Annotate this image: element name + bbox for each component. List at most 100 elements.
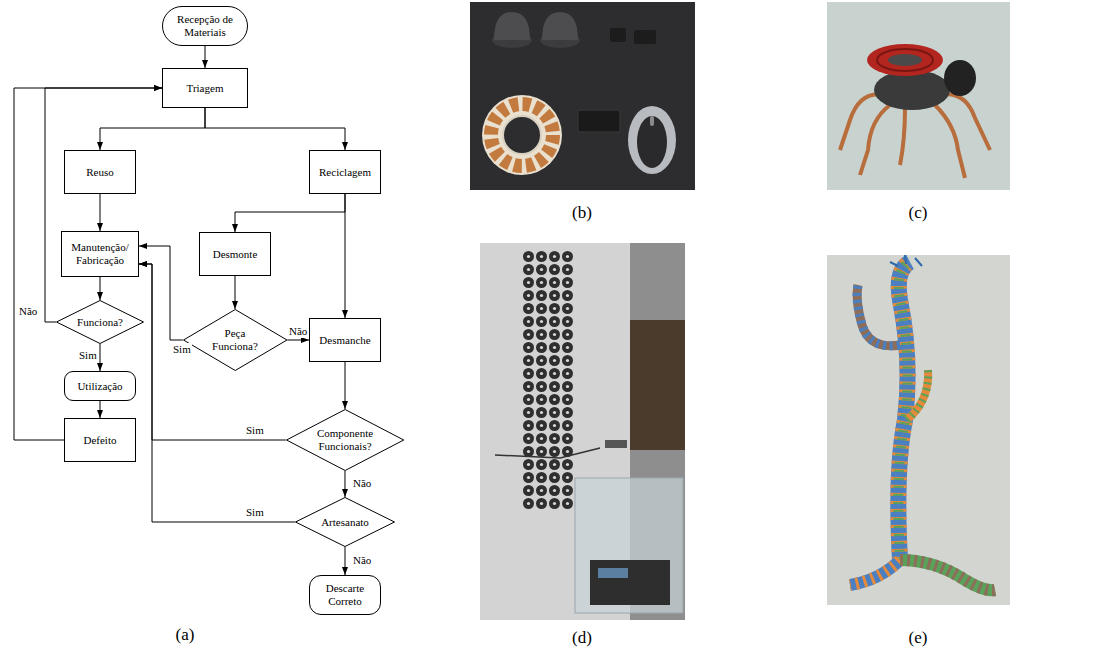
wire-leg — [850, 560, 900, 585]
branch-label: Sim — [78, 349, 98, 362]
branch-label: Não — [288, 325, 308, 338]
process-box: Triagem — [162, 68, 248, 108]
coil-core — [888, 54, 922, 66]
photo-d-ground — [480, 243, 685, 620]
node-text: Funciona? — [77, 316, 123, 329]
process-box: Reciclagem — [309, 150, 381, 194]
wire-leg — [900, 560, 995, 590]
flow-arrow — [100, 277, 101, 300]
flow-arrow — [345, 362, 346, 409]
mouse-top — [637, 116, 667, 168]
photo-e-ground — [827, 255, 1010, 605]
flow-arrow — [235, 194, 345, 232]
node-text: Recepção de Materiais — [173, 13, 237, 39]
3d-printer — [590, 560, 670, 605]
process-box: Manutenção/ Fabricação — [61, 231, 139, 277]
branch-label: Não — [352, 554, 372, 567]
decision-diamond: Componente Funcionais? — [286, 409, 404, 471]
node-text: Triagem — [187, 82, 224, 95]
panel-letter: (c) — [909, 203, 928, 223]
diamond-shape — [183, 310, 286, 371]
photo-b-ground — [470, 2, 695, 190]
mouse — [628, 106, 676, 174]
diamond-shape — [286, 410, 403, 471]
node-text: Defeito — [84, 434, 117, 447]
process-box: Reuso — [64, 150, 136, 194]
process-box: Desmanche — [309, 318, 381, 362]
terminal-box: Utilização — [64, 371, 136, 401]
flow-arrow — [100, 194, 101, 231]
coil-turn — [877, 49, 933, 71]
flow-arrow — [139, 264, 286, 440]
node-text: Utilização — [77, 380, 122, 393]
acrylic-box — [575, 478, 683, 613]
knob — [542, 12, 578, 40]
copper-leg — [900, 108, 905, 165]
stator-ring — [482, 95, 562, 175]
node-text: Reciclagem — [319, 166, 371, 179]
photo-c-ground — [827, 2, 1010, 190]
keycap — [634, 30, 656, 44]
spider-head — [944, 60, 976, 96]
wire-leg — [850, 560, 900, 585]
knob — [494, 12, 530, 40]
spider-body — [874, 70, 950, 110]
key-block — [578, 110, 620, 132]
copper-leg — [840, 94, 885, 150]
wire-arm — [857, 285, 900, 346]
flow-arrow — [345, 547, 346, 575]
node-text: Artesanato — [321, 516, 369, 529]
panel-letter: (e) — [909, 628, 928, 648]
node-text: Componente Funcionais? — [313, 427, 377, 453]
red-coil — [867, 44, 943, 76]
node-text: Reuso — [86, 166, 114, 179]
copper-leg — [935, 105, 965, 178]
stator-coils — [491, 104, 553, 166]
flow-arrow — [235, 276, 236, 309]
branch-label: Não — [352, 477, 372, 490]
node-text: Desmonte — [213, 248, 258, 261]
power-supply — [605, 440, 627, 448]
stator-hub — [503, 116, 541, 154]
wire-bundle — [898, 262, 910, 560]
diamond-shape — [57, 301, 144, 344]
copper-leg — [860, 105, 890, 175]
flow-arrow — [139, 264, 295, 522]
node-text: Desmanche — [319, 334, 370, 347]
keycap — [610, 28, 626, 42]
start-terminal: Recepção de Materiais — [162, 6, 248, 46]
panel-letter: (a) — [176, 625, 195, 645]
flow-arrow — [100, 401, 101, 418]
node-text: Manutenção/ Fabricação — [69, 241, 131, 267]
end-terminal: Descarte Correto — [309, 575, 381, 615]
wire-arm — [907, 370, 928, 420]
mouse-wheel — [650, 116, 654, 126]
branch-label: Sim — [245, 424, 265, 437]
panel-letter: (d) — [572, 628, 592, 648]
flow-arrow — [205, 108, 345, 150]
panel-letter: (b) — [572, 203, 592, 223]
wire-bundle — [898, 262, 910, 560]
cable — [495, 448, 600, 458]
flow-arrow — [205, 46, 206, 68]
window — [630, 320, 685, 450]
wire-arm — [857, 285, 900, 346]
branch-label: Sim — [245, 506, 265, 519]
branch-label: Não — [18, 305, 38, 318]
wire-bundle — [898, 262, 910, 560]
wire-leg — [900, 560, 995, 590]
node-text: Descarte Correto — [320, 582, 370, 608]
diamond-shape — [296, 498, 395, 547]
process-box: Defeito — [64, 418, 136, 462]
wire-ends — [890, 255, 922, 266]
disc-strip — [522, 250, 574, 510]
flow-arrow — [287, 340, 309, 341]
flow-arrow — [344, 471, 345, 497]
flow-arrow — [100, 108, 205, 150]
node-text: Peça Funciona? — [207, 327, 263, 353]
decision-diamond: Peça Funciona? — [183, 309, 287, 371]
flow-arrow — [139, 246, 183, 340]
flow-arrow — [45, 88, 162, 322]
decision-diamond: Artesanato — [295, 497, 395, 547]
decision-diamond: Funciona? — [56, 300, 144, 344]
